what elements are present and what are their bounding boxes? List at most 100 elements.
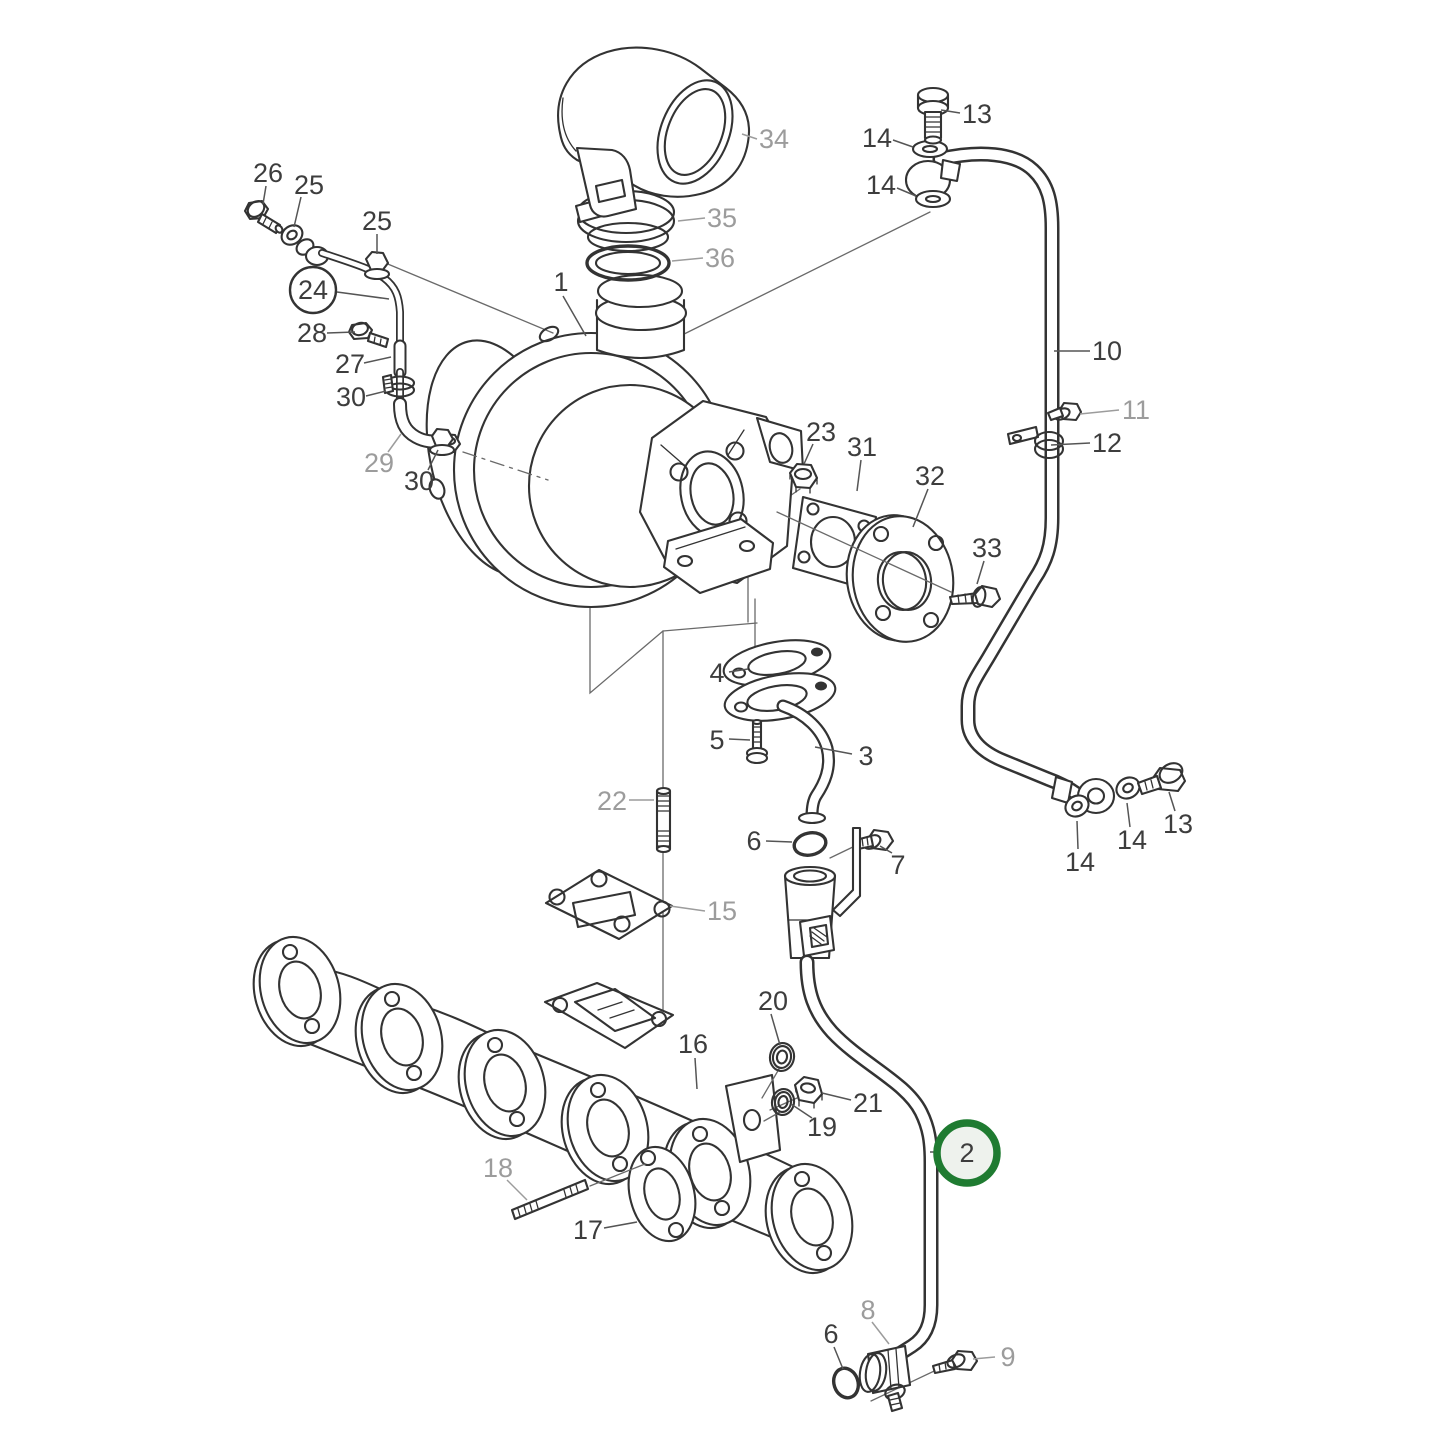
manifold-turbo-flange bbox=[543, 981, 675, 1050]
callout-8-number: 8 bbox=[860, 1295, 875, 1325]
exhaust-manifold bbox=[252, 935, 854, 1275]
callout-31-leader bbox=[856, 459, 862, 492]
o-ring-6b bbox=[831, 1366, 861, 1400]
callout-36-number: 36 bbox=[705, 243, 735, 273]
callout-26-number: 26 bbox=[253, 158, 283, 188]
callout-14b: 14 bbox=[866, 170, 917, 200]
callout-4-leader bbox=[728, 668, 749, 673]
air-intake-cover-34 bbox=[557, 46, 750, 218]
callout-6a-leader bbox=[765, 840, 793, 843]
callout-28-number: 28 bbox=[297, 318, 327, 348]
bolt-9 bbox=[931, 1349, 979, 1375]
callout-8-leader bbox=[871, 1321, 890, 1345]
callout-18: 18 bbox=[483, 1153, 528, 1201]
fastener-group-19-21 bbox=[761, 1042, 824, 1122]
gasket-15 bbox=[544, 868, 674, 941]
housing-nub bbox=[538, 325, 560, 343]
pipe-clamp-12 bbox=[1006, 425, 1065, 460]
callout-14d: 14 bbox=[1065, 820, 1095, 877]
callout-14c-leader bbox=[1126, 802, 1131, 828]
flange-32 bbox=[845, 514, 955, 643]
callout-27: 27 bbox=[335, 349, 392, 379]
turbo-mounting-foot bbox=[662, 517, 775, 595]
callout-6b-leader bbox=[833, 1346, 844, 1370]
callout-12: 12 bbox=[1050, 428, 1122, 458]
callout-22: 22 bbox=[597, 786, 654, 816]
callout-6b-number: 6 bbox=[823, 1319, 838, 1349]
callout-1-number: 1 bbox=[553, 267, 568, 297]
callout-22-number: 22 bbox=[597, 786, 627, 816]
return-pipe-2 bbox=[783, 826, 939, 1361]
clamp-nut-30b bbox=[428, 427, 456, 457]
nut-21 bbox=[793, 1075, 824, 1109]
callout-33: 33 bbox=[972, 533, 1002, 585]
callout-30a-leader bbox=[365, 390, 387, 397]
callout-19-leader bbox=[790, 1103, 813, 1119]
callout-25a: 25 bbox=[293, 170, 324, 228]
callout-30a: 30 bbox=[336, 382, 387, 412]
washer-left bbox=[428, 478, 446, 500]
turbine-bore-inner bbox=[689, 462, 735, 526]
callout-13b-leader bbox=[1168, 791, 1176, 812]
callout-18-number: 18 bbox=[483, 1153, 513, 1183]
hose-rib-upper bbox=[596, 273, 684, 309]
oil-feed-pipe-10 bbox=[904, 86, 1187, 818]
callout-2: 2 bbox=[930, 1119, 1001, 1187]
callout-21-number: 21 bbox=[853, 1088, 883, 1118]
callout-34-number: 34 bbox=[759, 124, 789, 154]
callout-14c-number: 14 bbox=[1117, 825, 1147, 855]
o-ring-6a bbox=[792, 831, 828, 857]
callout-20: 20 bbox=[758, 986, 788, 1046]
callout-25a-leader bbox=[293, 196, 302, 228]
callout-21-leader bbox=[821, 1092, 852, 1101]
callout-33-leader bbox=[976, 560, 985, 585]
bolt-33 bbox=[948, 584, 1002, 609]
callout-21: 21 bbox=[821, 1088, 883, 1118]
callout-16: 16 bbox=[678, 1029, 708, 1090]
sealing-ring-36-inner bbox=[594, 250, 662, 276]
callout-25b-number: 25 bbox=[362, 206, 392, 236]
callout-1-leader bbox=[562, 295, 587, 337]
bolt-5 bbox=[745, 718, 769, 765]
callout-32: 32 bbox=[912, 461, 945, 528]
turbocharger bbox=[425, 298, 805, 609]
callout-4: 4 bbox=[709, 658, 749, 688]
callout-11: 11 bbox=[1079, 395, 1150, 425]
callout-17-leader bbox=[603, 1221, 638, 1229]
callout-30b: 30 bbox=[404, 449, 439, 496]
callout-7-number: 7 bbox=[890, 850, 905, 880]
callout-14a-number: 14 bbox=[862, 123, 892, 153]
callout-29-leader bbox=[387, 433, 402, 453]
highlight-circle bbox=[933, 1119, 1001, 1187]
callout-5-number: 5 bbox=[709, 725, 724, 755]
callout-32-number: 32 bbox=[915, 461, 945, 491]
callout-15-number: 15 bbox=[707, 896, 737, 926]
callout-1: 1 bbox=[553, 267, 587, 337]
drain-pipe-flange bbox=[723, 672, 837, 722]
nut-23 bbox=[788, 462, 819, 494]
callout-14d-leader bbox=[1076, 820, 1079, 850]
cover-bracket bbox=[575, 146, 638, 218]
callout-19-number: 19 bbox=[807, 1112, 837, 1142]
callout-9-number: 9 bbox=[1000, 1342, 1015, 1372]
callout-5: 5 bbox=[709, 725, 751, 755]
pipe-2-bracket-strap bbox=[831, 826, 862, 918]
pipe-2-clamp-block bbox=[798, 914, 836, 958]
callout-15: 15 bbox=[669, 896, 737, 926]
banjo-union-bottom bbox=[1050, 762, 1187, 818]
stud-18 bbox=[510, 1163, 646, 1221]
callout-30a-number: 30 bbox=[336, 382, 366, 412]
callout-14c: 14 bbox=[1117, 802, 1147, 855]
callout-36-leader bbox=[671, 257, 704, 262]
callout-35-leader bbox=[677, 217, 706, 222]
manifold-rear-bracket bbox=[724, 1073, 782, 1164]
callout-28: 28 bbox=[297, 318, 356, 348]
callout-29-number: 29 bbox=[364, 448, 394, 478]
callout-12-number: 12 bbox=[1092, 428, 1122, 458]
callout-9: 9 bbox=[972, 1342, 1016, 1372]
callout-14a: 14 bbox=[862, 123, 914, 153]
callout-33-number: 33 bbox=[972, 533, 1002, 563]
callout-9-leader bbox=[972, 1356, 996, 1360]
